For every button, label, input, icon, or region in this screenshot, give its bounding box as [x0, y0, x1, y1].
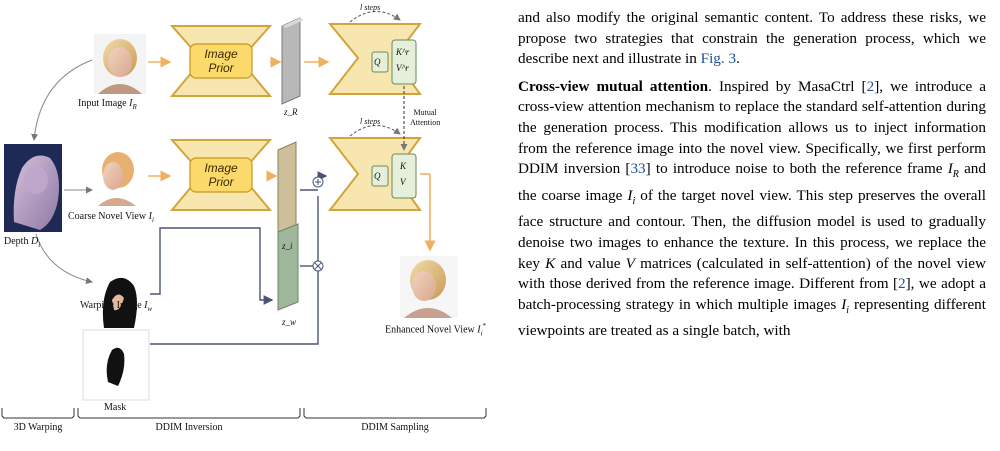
image-prior-unet-bottom: [169, 139, 273, 211]
input-image-photo: [94, 34, 146, 94]
latent-z-i: [277, 141, 297, 239]
enhanced-novel-view-photo: [400, 256, 458, 318]
vr-label: V^r: [396, 63, 409, 73]
latent-z-r: [281, 17, 304, 105]
citation-link[interactable]: 33: [630, 160, 646, 178]
citation-link[interactable]: 2: [866, 77, 875, 95]
paragraph-intro: and also modify the original semantic co…: [518, 9, 986, 68]
paragraph-cross-view: Cross-view mutual attention. Inspired by…: [518, 77, 987, 340]
depth-arrow: [31, 59, 93, 141]
coarse-novel-view-label: Coarse Novel View Ii: [68, 211, 154, 224]
steps-label-bottom: l steps: [360, 117, 381, 126]
q-box-bottom: [371, 165, 389, 187]
image-prior-unet-top: [169, 25, 273, 97]
section-ddim-inversion: DDIM Inversion: [155, 422, 223, 433]
v-label: V: [400, 177, 406, 187]
steps-loop-top: [349, 11, 401, 23]
q-box-top: [371, 51, 389, 73]
enhanced-novel-view-label: Enhanced Novel View Ii*: [385, 322, 487, 338]
q-label-top: Q: [374, 57, 381, 67]
section-brackets: [1, 408, 487, 419]
latent-z-w: [277, 223, 299, 311]
q-label-bottom: Q: [374, 171, 381, 181]
citation-link[interactable]: 2: [898, 275, 906, 293]
kv-ref-box: [391, 39, 417, 85]
z-r-label: z_R: [284, 107, 298, 117]
paper-text-column: and also modify the original semantic co…: [518, 8, 986, 342]
figure-diagram: [1, 11, 487, 419]
warping-image-label: Warping Image Iw: [80, 300, 153, 313]
warping-image-photo: [94, 270, 148, 330]
steps-loop-bottom: [349, 125, 401, 137]
coarse-novel-view-photo: [94, 146, 146, 206]
section-heading: Cross-view mutual attention: [518, 77, 709, 95]
depth-map-render: [4, 144, 62, 232]
fig-ref-link[interactable]: Fig. 3: [700, 50, 737, 68]
depth-label: Depth Di: [4, 236, 41, 249]
data-flow-arrows: [148, 56, 436, 252]
mask-label: Mask: [104, 402, 127, 413]
kr-label: K^r: [396, 47, 410, 57]
steps-label-top: l steps: [360, 3, 381, 12]
input-image-label: Input Image IR: [78, 98, 137, 111]
section-3d-warping: 3D Warping: [13, 422, 63, 433]
method-figure: Input Image IR Depth Di Coarse Novel Vie…: [1, 3, 487, 433]
section-ddim-sampling: DDIM Sampling: [361, 422, 429, 433]
k-label: K: [400, 161, 407, 171]
kv-box: [391, 153, 417, 199]
mask-image: [82, 329, 150, 401]
z-w-label: z_w: [282, 317, 297, 327]
z-i-label: z_i: [282, 241, 293, 251]
warp-arrow: [35, 233, 93, 285]
